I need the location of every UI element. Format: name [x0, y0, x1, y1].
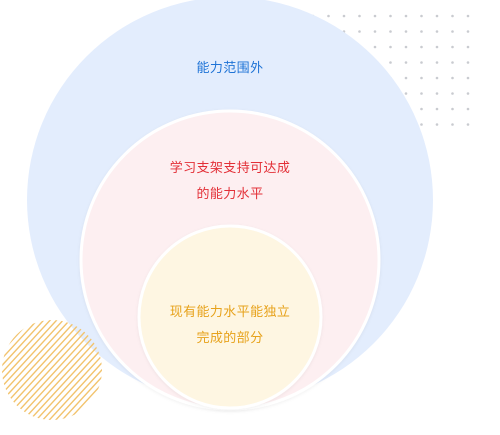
- dot-grid-dot: [327, 14, 330, 18]
- dot-grid-dot: [451, 92, 454, 95]
- dot-grid-dot: [435, 92, 439, 95]
- dot-grid-dot: [466, 30, 470, 33]
- inner-zone-circle: [137, 224, 323, 410]
- inner-zone-label-line2: 完成的部分: [196, 330, 263, 346]
- dot-grid-dot: [373, 30, 377, 33]
- middle-zone-label-line2: 的能力水平: [196, 186, 263, 202]
- dot-grid-dot: [435, 14, 439, 18]
- stripe-line: [2, 320, 93, 420]
- stripe-line: [15, 320, 102, 420]
- stripe-line: [2, 320, 61, 420]
- dot-grid-dot: [466, 107, 470, 111]
- dot-grid-dot: [466, 76, 470, 80]
- dot-grid-dot: [373, 45, 377, 49]
- outer-zone-label: 能力范围外: [196, 61, 263, 76]
- stripe-line: [2, 320, 67, 420]
- dot-grid-dot: [451, 107, 454, 111]
- dot-grid-dot: [404, 61, 408, 64]
- dot-grid-dot: [466, 92, 470, 95]
- stripe-line: [21, 320, 102, 420]
- stripe-line: [2, 320, 54, 420]
- dot-grid-dot: [435, 45, 439, 49]
- dot-grid-dot: [451, 123, 454, 126]
- dot-grid-dot: [389, 45, 392, 49]
- stripe-line: [2, 320, 80, 420]
- stripe-line: [2, 320, 28, 420]
- dot-grid-dot: [435, 107, 439, 111]
- stripe-line: [47, 320, 102, 420]
- dot-grid-dot: [420, 123, 423, 126]
- dot-grid-dot: [358, 14, 361, 18]
- dot-grid-dot: [420, 30, 423, 33]
- dot-grid-dot: [435, 30, 439, 33]
- dot-grid-dot: [404, 14, 408, 18]
- stripe-line: [34, 320, 102, 420]
- dot-grid-dot: [435, 61, 439, 64]
- dot-grid-dot: [451, 61, 454, 64]
- dot-grid-dot: [435, 76, 439, 80]
- dot-grid-dot: [404, 76, 408, 80]
- dot-grid-dot: [466, 123, 470, 126]
- dot-grid-dot: [420, 76, 423, 80]
- stripe-line: [54, 320, 102, 420]
- dot-grid-dot: [420, 107, 423, 111]
- inner-zone-label-line1: 现有能力水平能独立: [170, 305, 291, 320]
- dot-grid-dot: [466, 45, 470, 49]
- dot-grid-dot: [404, 30, 408, 33]
- stripe-line: [41, 320, 102, 420]
- dot-grid-dot: [358, 30, 361, 33]
- dot-grid-dot: [451, 76, 454, 80]
- dot-grid-dot: [451, 45, 454, 49]
- dot-grid-dot: [420, 61, 423, 64]
- stripe-line: [28, 320, 102, 420]
- dot-grid-dot: [466, 61, 470, 64]
- dot-grid-dot: [451, 30, 454, 33]
- stripe-line: [2, 320, 74, 420]
- dot-grid-dot: [451, 14, 454, 18]
- stripe-line: [2, 320, 87, 420]
- dot-grid-dot: [389, 30, 392, 33]
- dot-grid-dot: [466, 14, 470, 18]
- middle-zone-label-line1: 学习支架支持可达成: [170, 160, 291, 176]
- stripe-line: [8, 320, 102, 420]
- dot-grid-dot: [435, 123, 439, 126]
- dot-grid-dot: [404, 92, 408, 95]
- dot-grid-dot: [389, 14, 392, 18]
- dot-grid-dot: [404, 45, 408, 49]
- dot-grid-dot: [420, 92, 423, 95]
- dot-grid-dot: [389, 61, 392, 64]
- dot-grid-dot: [342, 14, 346, 18]
- stripe-line: [2, 320, 48, 420]
- dot-grid-dot: [420, 14, 423, 18]
- dot-grid-dot: [373, 14, 377, 18]
- dot-grid-dot: [420, 45, 423, 49]
